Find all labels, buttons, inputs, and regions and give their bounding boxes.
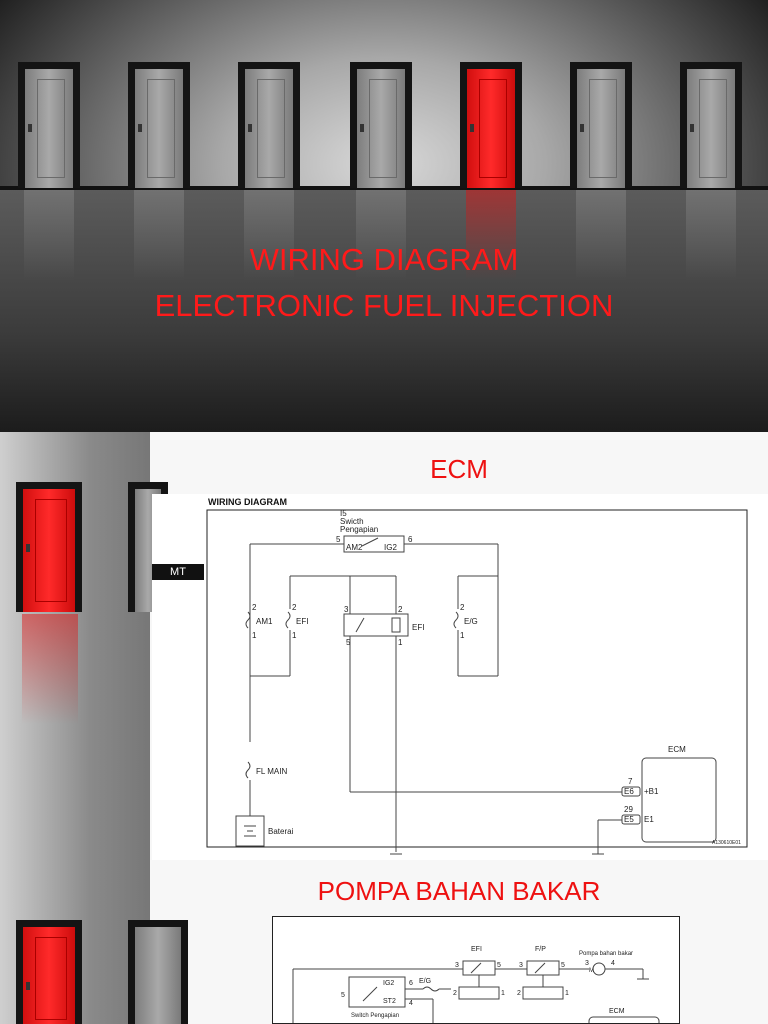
door-image [350, 62, 412, 188]
label-pin: 6 [409, 980, 413, 987]
door-reflection [686, 190, 736, 280]
label-pin: 3 [519, 962, 523, 969]
label-motor: M [589, 968, 594, 974]
label-pengapian: Pengapian [340, 525, 378, 534]
door-reflection [356, 190, 406, 280]
label-pompa: Pompa bahan bakar [579, 951, 633, 957]
label-code: A130610E01 [712, 840, 741, 846]
red-door-reflection [22, 614, 78, 724]
label-pin: 6 [408, 535, 413, 544]
label-switch: Swicth [340, 517, 364, 526]
slide-title: ECM [430, 454, 488, 484]
label-e6: E6 [624, 787, 634, 796]
door-image [238, 62, 300, 188]
label-efi-relay: EFI [412, 623, 424, 632]
slide-title-line1: WIRING DIAGRAM [249, 242, 519, 277]
label-pin: 7 [628, 777, 633, 786]
label-pin: 5 [341, 992, 345, 999]
label-ecm: ECM [668, 745, 686, 754]
label-b1: +B1 [644, 787, 659, 796]
label-e1: E1 [644, 815, 654, 824]
label-pin: 5 [346, 638, 351, 647]
label-pin: 2 [453, 990, 457, 997]
fuel-pump-circuit: EFI F/P Pompa bahan bakar M IG2 ST2 E/G … [292, 946, 660, 1024]
side-door-image [0, 432, 168, 866]
label-efi-fuse: EFI [296, 617, 308, 626]
label-ecm: ECM [609, 1008, 625, 1015]
red-door-image [16, 920, 82, 1024]
label-pin: 2 [460, 603, 465, 612]
door-reflection [576, 190, 626, 280]
label-baterai: Baterai [268, 827, 294, 836]
red-door-image [460, 62, 522, 188]
label-am1: AM1 [256, 617, 273, 626]
label-pin: 5 [497, 962, 501, 969]
label-pin: 1 [398, 638, 403, 647]
red-door-image [16, 482, 82, 612]
label-pin: 1 [292, 631, 297, 640]
label-st2: ST2 [383, 998, 396, 1005]
fuel-pump-slide: POMPA BAHAN BAKAR [0, 866, 768, 1024]
label-ig2: IG2 [384, 543, 397, 552]
mt-label: MT [152, 564, 204, 580]
label-am2: AM2 [346, 543, 363, 552]
label-pin: 3 [455, 962, 459, 969]
label-pin: 4 [611, 960, 615, 967]
slide-title: POMPA BAHAN BAKAR [317, 876, 601, 906]
label-pin: 3 [344, 605, 349, 614]
label-pin: 1 [565, 990, 569, 997]
label-pin: 29 [624, 805, 633, 814]
label-pin: 2 [252, 603, 257, 612]
label-eg: E/G [419, 978, 431, 985]
label-pin: 1 [501, 990, 505, 997]
label-pin: 5 [561, 962, 565, 969]
red-door-reflection [466, 190, 516, 280]
title-slide: WIRING DIAGRAM ELECTRONIC FUEL INJECTION [0, 0, 768, 432]
label-pin: 5 [336, 535, 341, 544]
label-e5: E5 [624, 815, 634, 824]
label-pin: 4 [409, 1000, 413, 1007]
label-efi: EFI [471, 946, 482, 953]
ecm-slide: ECM WIRING DIAGRAM [0, 432, 768, 866]
label-pin: 2 [292, 603, 297, 612]
label-fl-main: FL MAIN [256, 767, 287, 776]
label-pin: 1 [252, 631, 257, 640]
label-i5: I5 [340, 509, 347, 518]
label-pin: 1 [460, 631, 465, 640]
side-door-image [0, 866, 188, 1024]
ecm-circuit: WIRING DIAGRAM [206, 497, 748, 855]
door-reflection [244, 190, 294, 280]
label-pin: 2 [398, 605, 403, 614]
door-image [128, 920, 188, 1024]
door-image [128, 62, 190, 188]
label-eg: E/G [464, 617, 478, 626]
door-image [680, 62, 742, 188]
wiring-diagram: WIRING DIAGRAM [152, 494, 768, 860]
slide-title-line2: ELECTRONIC FUEL INJECTION [154, 288, 614, 323]
door-reflection [24, 190, 74, 280]
fuel-pump-diagram: EFI F/P Pompa bahan bakar M IG2 ST2 E/G … [272, 916, 680, 1024]
label-pin: 2 [517, 990, 521, 997]
door-reflection [134, 190, 184, 280]
label-pin: 3 [585, 960, 589, 967]
label-fp: F/P [535, 946, 546, 953]
door-image [18, 62, 80, 188]
floor [0, 188, 768, 432]
wall-baseboard [0, 186, 768, 190]
label-switch: Switch Pengapian [351, 1013, 399, 1019]
door-image [570, 62, 632, 188]
diagram-header: WIRING DIAGRAM [208, 497, 287, 507]
label-ig2: IG2 [383, 980, 394, 987]
